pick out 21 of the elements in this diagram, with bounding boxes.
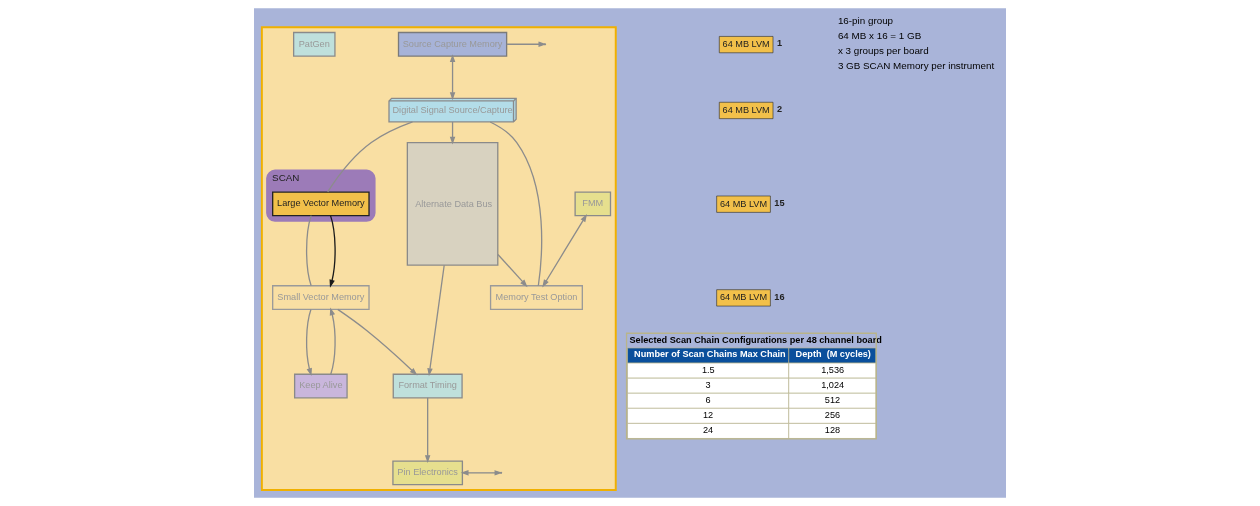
label: 6 bbox=[705, 395, 711, 406]
label: 3 GB SCAN Memory per instrument bbox=[837, 60, 995, 72]
label: 1,024 bbox=[821, 380, 845, 391]
label: 512 bbox=[824, 395, 841, 406]
label: Number of Scan Chains Max Chain bbox=[634, 349, 786, 360]
label: x 3 groups per board bbox=[837, 45, 929, 57]
label: 1.5 bbox=[701, 365, 715, 376]
label: Selected Scan Chain Configurations per 48 channel board bbox=[629, 334, 882, 345]
label: 128 bbox=[824, 425, 841, 436]
label: 1,536 bbox=[821, 365, 845, 376]
label: 256 bbox=[824, 410, 841, 421]
label: Depth (M cycles) bbox=[795, 349, 871, 360]
label: 12 bbox=[702, 410, 714, 421]
label: 3 bbox=[705, 380, 711, 391]
label: 16-pin group bbox=[837, 14, 894, 26]
label: 64 MB x 16 = 1 GB bbox=[837, 30, 922, 42]
node-label: 1 bbox=[776, 38, 783, 49]
label: 24 bbox=[702, 425, 714, 436]
node-label: 15 bbox=[774, 197, 785, 208]
node-label: 2 bbox=[776, 104, 783, 115]
node-label: 16 bbox=[774, 291, 785, 302]
